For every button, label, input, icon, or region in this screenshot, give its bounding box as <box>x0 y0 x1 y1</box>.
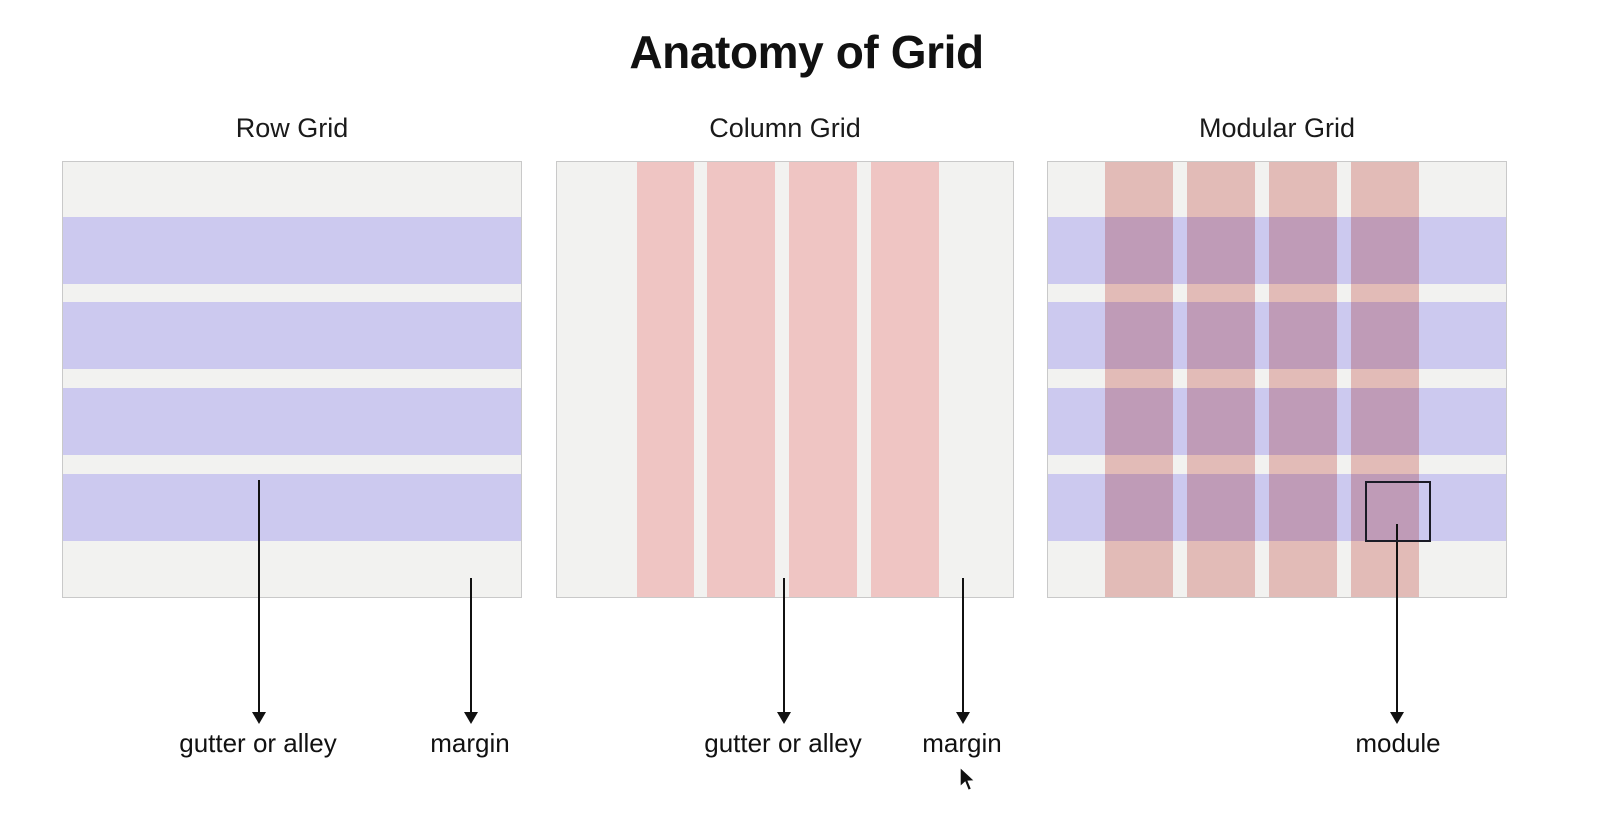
column-band <box>1187 162 1255 597</box>
row-band <box>63 388 521 455</box>
column-band <box>1269 162 1337 597</box>
column-band <box>637 162 694 597</box>
row-band <box>63 302 521 369</box>
row-band <box>63 217 521 284</box>
annotation-line-modular-module <box>1396 524 1398 712</box>
annotation-arrowhead-row-gutter <box>252 712 266 724</box>
annotation-line-column-margin <box>962 578 964 712</box>
column-grid-panel <box>556 161 1014 598</box>
module-highlight-box <box>1365 481 1431 542</box>
panel-heading-row-grid: Row Grid <box>235 113 349 143</box>
annotation-label-column-gutter: gutter or alley <box>704 728 862 758</box>
modular-grid-panel <box>1047 161 1507 598</box>
annotation-line-column-gutter <box>783 578 785 712</box>
annotation-label-row-margin: margin <box>430 728 510 758</box>
annotation-label-modular-module: module <box>1355 728 1441 758</box>
column-band <box>871 162 939 597</box>
annotation-arrowhead-column-gutter <box>777 712 791 724</box>
panel-heading-modular-grid: Modular Grid <box>1198 113 1356 143</box>
annotation-line-row-gutter <box>258 480 260 712</box>
annotation-arrowhead-modular-module <box>1390 712 1404 724</box>
annotation-label-row-gutter: gutter or alley <box>179 728 337 758</box>
annotation-arrowhead-column-margin <box>956 712 970 724</box>
annotation-arrowhead-row-margin <box>464 712 478 724</box>
column-band <box>789 162 857 597</box>
panel-heading-column-grid: Column Grid <box>709 113 861 143</box>
row-band <box>63 474 521 541</box>
mouse-pointer-icon <box>959 765 979 799</box>
column-band <box>707 162 775 597</box>
column-band <box>1351 162 1419 597</box>
annotation-line-row-margin <box>470 578 472 712</box>
annotation-label-column-margin: margin <box>922 728 1002 758</box>
column-band <box>1105 162 1173 597</box>
row-grid-panel <box>62 161 522 598</box>
page-title: Anatomy of Grid <box>629 26 984 78</box>
